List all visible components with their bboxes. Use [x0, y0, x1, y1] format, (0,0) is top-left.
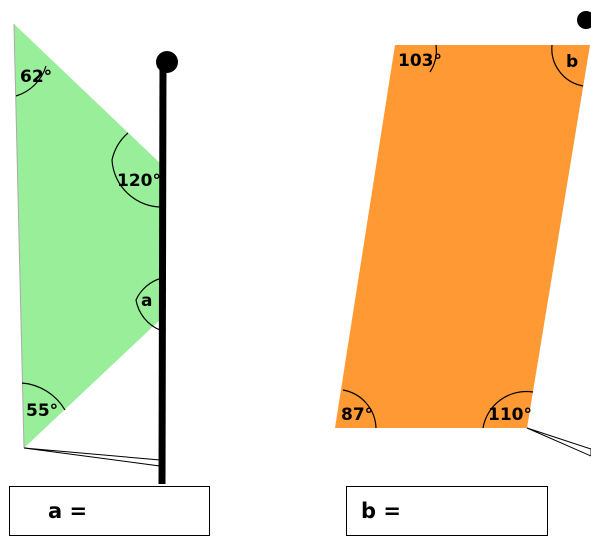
angle-label-a: a	[141, 291, 152, 311]
angle-label-b: b	[566, 52, 578, 72]
angle-arc-110	[482, 390, 534, 429]
angle-arc-a	[135, 277, 163, 331]
flag-pole	[158, 63, 167, 485]
triangle-edge	[13, 23, 25, 449]
pole-top-ball-right	[577, 11, 591, 29]
left-figure: 62° 120° a 55°	[13, 23, 178, 485]
orange-parallelogram	[335, 45, 590, 428]
angle-arc-62	[15, 65, 47, 97]
answer-label-a: a =	[48, 499, 88, 523]
parallelogram-tail	[526, 427, 591, 457]
right-figure: 103° b 87° 110°	[335, 11, 591, 457]
angle-label-87: 87°	[341, 405, 373, 425]
angle-arc-120	[111, 132, 163, 208]
angle-label-55: 55°	[26, 401, 58, 421]
answer-label-b: b =	[361, 499, 401, 523]
angle-label-62: 62°	[20, 67, 52, 87]
angle-arc-b	[551, 44, 584, 87]
pole-top-ball	[156, 51, 178, 73]
answer-box-b[interactable]: b =	[346, 486, 548, 536]
angle-label-110: 110°	[488, 405, 532, 425]
angle-arc-55	[21, 382, 66, 411]
green-triangle	[14, 24, 162, 448]
answer-box-a[interactable]: a =	[9, 486, 210, 536]
angle-arc-87	[342, 389, 377, 429]
angle-label-103: 103°	[398, 51, 442, 71]
flag-base-tail	[23, 447, 161, 467]
angle-arc-103	[429, 44, 437, 73]
angle-label-120: 120°	[117, 171, 161, 191]
